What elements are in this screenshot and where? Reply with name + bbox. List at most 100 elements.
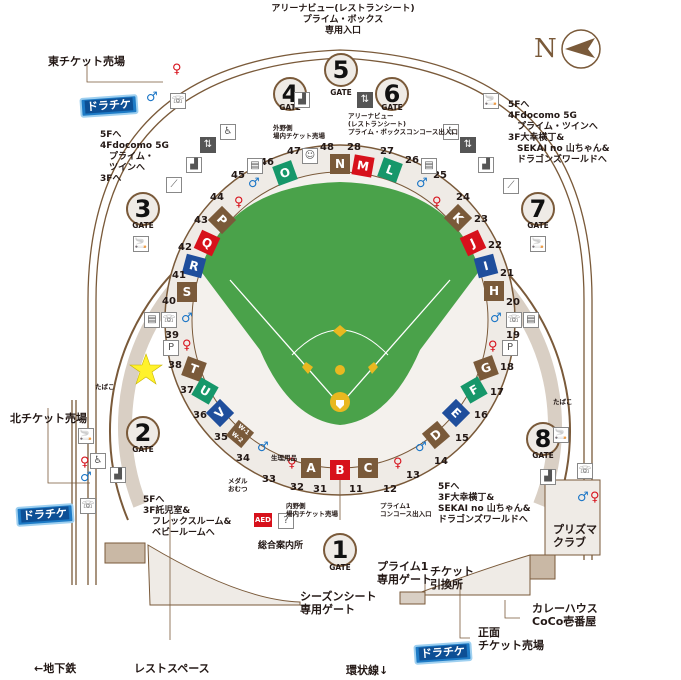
gate-6[interactable]: 6 xyxy=(375,77,409,111)
block-19: 19 xyxy=(506,330,520,341)
info-icon: ? xyxy=(278,513,294,529)
block-16: 16 xyxy=(474,410,488,421)
leader-lines xyxy=(47,65,520,640)
baseball-field xyxy=(200,182,480,425)
block-40: 40 xyxy=(162,296,176,307)
right-lower-stairs-label: 5Fへ 3F大幸横丁& SEKAI no 山ちゃん& ドラゴンズワールドへ xyxy=(438,482,531,525)
tobacco-label-left: たばこ xyxy=(95,383,115,391)
block-44: 44 xyxy=(210,192,224,203)
smoking-icon-gate7: 🚬 xyxy=(530,236,546,252)
tobacco-label-right: たばこ xyxy=(553,398,573,406)
escalator-icon: ⟋ xyxy=(166,177,182,193)
left-lower-stairs-label: 5Fへ 3F託児室& フレックスルーム& ベビールームへ xyxy=(143,495,232,538)
block-36: 36 xyxy=(193,410,207,421)
east-ticket-office-label: 東チケット売場 xyxy=(48,55,125,68)
female-restroom-icon-upper-left: ♀ xyxy=(234,195,244,210)
block-37: 37 xyxy=(180,385,194,396)
arena-view-entrance-label: アリーナビュー(レストランシート) プライム・ボックス 専用入口 xyxy=(271,4,415,36)
block-48: 48 xyxy=(320,142,334,153)
male-restroom-icon-lower-left: ♂ xyxy=(257,440,269,455)
curry-house-label: カレーハウス CoCo壱番屋 xyxy=(532,602,598,628)
female-restroom-icon-lower-left: ♀ xyxy=(287,456,297,471)
block-13: 13 xyxy=(406,470,420,481)
north-ticket-office-label: 北チケット売場 xyxy=(10,412,87,425)
male-restroom-icon-left: ♂ xyxy=(181,311,193,326)
season-seat-gate-label: シーズンシート 専用ゲート xyxy=(300,590,377,616)
baby-stroller-icon-right: P xyxy=(502,340,518,356)
dora-tike-badge-north[interactable]: ドラチケ xyxy=(15,503,75,527)
wheelchair-icon: ♿ xyxy=(220,124,236,140)
locker-icon-right: ▤ xyxy=(523,312,539,328)
block-11: 11 xyxy=(349,484,363,495)
section-c[interactable]: C xyxy=(358,458,378,478)
block-34: 34 xyxy=(236,453,250,464)
infield-ticket-label: 内野側 場内チケット売場 xyxy=(286,502,338,518)
block-18: 18 xyxy=(500,362,514,373)
section-s[interactable]: S xyxy=(177,282,197,302)
dora-tike-badge-east[interactable]: ドラチケ xyxy=(79,94,139,118)
sanitary-label: 生理用品 xyxy=(271,454,297,462)
section-m[interactable]: M xyxy=(351,154,375,178)
current-location-star xyxy=(129,353,163,385)
block-47: 47 xyxy=(287,146,301,157)
section-a[interactable]: A xyxy=(301,458,321,478)
block-28: 28 xyxy=(347,142,361,153)
block-39: 39 xyxy=(165,330,179,341)
phone-icon-right: ☏ xyxy=(506,312,522,328)
loop-line-label: 環状線↓ xyxy=(346,664,389,677)
gate-5-caption: GATE xyxy=(330,88,352,97)
block-20: 20 xyxy=(506,297,520,308)
section-n[interactable]: N xyxy=(330,154,350,174)
smoking-icon-right: 🚬 xyxy=(483,93,499,109)
male-restroom-icon-north: ♂ xyxy=(80,470,92,485)
wheelchair-icon-right: ♿ xyxy=(443,124,459,140)
wheelchair-icon-north: ♿ xyxy=(90,453,106,469)
section-b[interactable]: B xyxy=(330,460,350,480)
block-22: 22 xyxy=(488,240,502,251)
male-restroom-icon: ♂ xyxy=(146,90,158,105)
block-24: 24 xyxy=(456,192,470,203)
ticket-exchange-label: チケット 引換所 xyxy=(430,565,474,591)
block-23: 23 xyxy=(474,214,488,225)
block-43: 43 xyxy=(194,215,208,226)
block-46: 46 xyxy=(260,157,274,168)
male-restroom-icon-upper-right: ♂ xyxy=(416,176,428,191)
prime1-concourse-label: プライム1 コンコース出入口 xyxy=(380,502,432,518)
block-14: 14 xyxy=(434,456,448,467)
gate-6-caption: GATE xyxy=(381,103,403,112)
lower-plaza xyxy=(104,479,601,606)
phone-icon-gate8: ☏ xyxy=(577,463,593,479)
gate-2[interactable]: 2 xyxy=(126,416,160,450)
block-32: 32 xyxy=(290,482,304,493)
male-restroom-icon-upper-left: ♂ xyxy=(248,176,260,191)
block-41: 41 xyxy=(172,270,186,281)
female-restroom-icon-north: ♀ xyxy=(80,455,90,470)
baby-icon-upper: ☺ xyxy=(302,148,318,164)
locker-icon-upper-left: ▤ xyxy=(247,158,263,174)
stairs-icon-right: ▟ xyxy=(478,157,494,173)
gate-7[interactable]: 7 xyxy=(521,192,555,226)
gate-1-caption: GATE xyxy=(329,563,351,572)
male-restroom-icon-gate8: ♂ xyxy=(577,490,589,505)
dora-tike-label: ドラチケ xyxy=(418,644,468,661)
smoking-icon-gate8: 🚬 xyxy=(553,427,569,443)
block-35: 35 xyxy=(214,432,228,443)
phone-icon-left: ☏ xyxy=(161,312,177,328)
gate-5[interactable]: 5 xyxy=(324,53,358,87)
locker-icon-upper-right: ▤ xyxy=(421,158,437,174)
female-restroom-icon-left: ♀ xyxy=(182,338,192,353)
gate-3[interactable]: 3 xyxy=(126,192,160,226)
escalator-icon-right: ⟋ xyxy=(503,178,519,194)
section-h[interactable]: H xyxy=(484,281,504,301)
block-17: 17 xyxy=(490,387,504,398)
outfield-ticket-label: 外野側 場内チケット売場 xyxy=(273,124,325,140)
male-restroom-icon-right: ♂ xyxy=(490,311,502,326)
female-restroom-icon-gate8: ♀ xyxy=(590,490,600,505)
arena-view-concourse-label: アリーナビュー (レストランシート) プライム・ボックスコンコース出入口 xyxy=(348,112,458,136)
gate-1[interactable]: 1 xyxy=(323,533,357,567)
dora-tike-label: ドラチケ xyxy=(20,506,70,523)
baby-stroller-icon-left: P xyxy=(163,340,179,356)
smoking-icon-north: 🚬 xyxy=(78,428,94,444)
dora-tike-badge-front[interactable]: ドラチケ xyxy=(413,641,473,665)
